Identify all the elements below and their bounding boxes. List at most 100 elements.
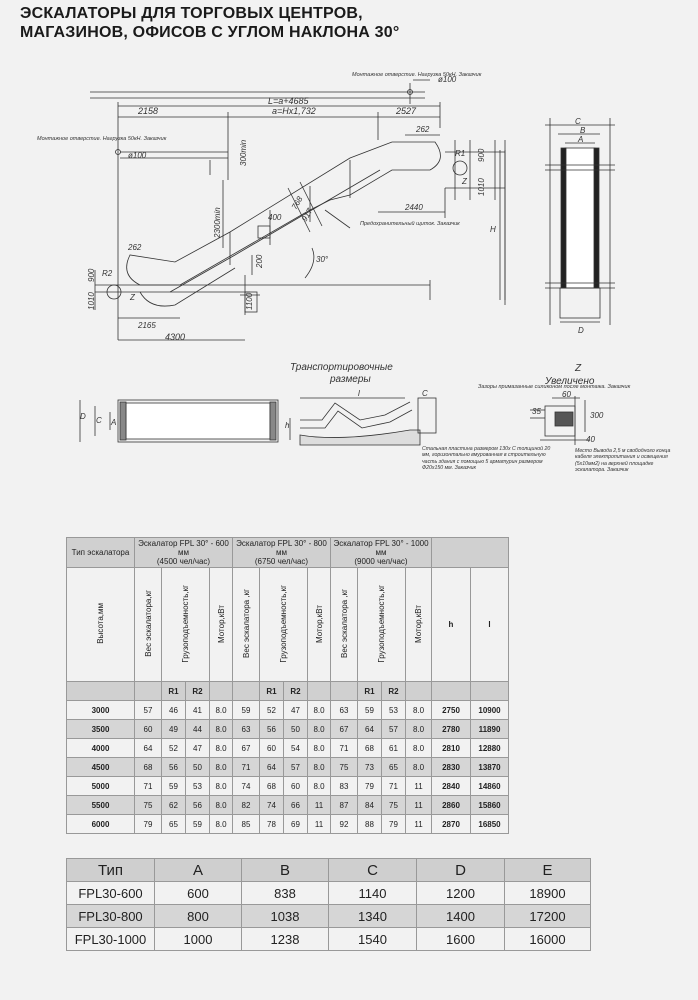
group-600: Эскалатор FPL 30° - 600 мм(4500 чел/час) <box>134 537 233 568</box>
label-C-plan: C <box>96 416 102 425</box>
dimensions-cell: 1000 <box>154 927 242 951</box>
table-cell: 2830 <box>431 757 471 777</box>
label-L: L=a+4685 <box>268 96 310 106</box>
table-cell: 85 <box>232 814 260 834</box>
sub-r2: R2 <box>381 681 406 701</box>
label-A-plan: A <box>110 418 116 427</box>
table-cell: 8.0 <box>307 700 331 720</box>
header-type: Тип эскалатора <box>66 537 135 568</box>
table-cell: 84 <box>357 795 382 815</box>
note-panel: Предохранительный щиток. Заказчик <box>360 220 460 227</box>
table-cell: 8.0 <box>209 738 233 758</box>
table-cell: 61 <box>381 738 406 758</box>
table-cell: 83 <box>330 776 358 796</box>
sub-r1: R1 <box>259 681 284 701</box>
sub-r1: R1 <box>357 681 382 701</box>
table-cell: 67 <box>232 738 260 758</box>
label-60: 60 <box>562 390 571 399</box>
table-cell: 8.0 <box>209 700 233 720</box>
table-cell: 59 <box>357 700 382 720</box>
dimensions-cell: 1200 <box>416 881 505 905</box>
label-2165: 2165 <box>137 321 156 330</box>
header-weight-600: Вес эскалатора,кг <box>134 567 162 682</box>
label-Z-top: Z <box>461 177 468 186</box>
label-A: A <box>577 135 583 144</box>
label-a: a=Hx1,732 <box>272 106 316 116</box>
table-cell: 59 <box>232 700 260 720</box>
sub-r2: R2 <box>283 681 308 701</box>
label-400: 400 <box>268 213 282 222</box>
label-2527: 2527 <box>395 106 417 116</box>
label-C-transport: C <box>422 389 428 398</box>
header-hl <box>431 537 509 568</box>
table-cell: 4000 <box>66 738 135 758</box>
label-H: H <box>490 225 496 234</box>
table-cell: 8.0 <box>307 738 331 758</box>
label-d100-left: ø100 <box>128 151 147 160</box>
label-d100-top: ø100 <box>438 75 457 84</box>
table-cell: 41 <box>185 700 210 720</box>
table-cell: 11 <box>307 814 331 834</box>
table-cell: 11 <box>307 795 331 815</box>
table-cell: 63 <box>232 719 260 739</box>
table-cell: 64 <box>357 719 382 739</box>
label-35: 35 <box>532 407 541 416</box>
table-cell: 10900 <box>470 700 509 720</box>
table-cell: 68 <box>357 738 382 758</box>
table-cell: 73 <box>357 757 382 777</box>
table-cell: 57 <box>381 719 406 739</box>
table-cell: 65 <box>381 757 406 777</box>
label-h: h <box>285 421 290 430</box>
header-capacity-600: Грузоподъемность,кг <box>161 567 210 682</box>
group-1000: Эскалатор FPL 30° - 1000 мм(9000 чел/час… <box>330 537 432 568</box>
table-cell: 4500 <box>66 757 135 777</box>
label-262-top: 262 <box>415 125 430 134</box>
label-Z-left: Z <box>129 293 136 302</box>
table-cell: 74 <box>232 776 260 796</box>
note-top: Монтажное отверстие. Нагрузка 50кН. Зака… <box>352 72 482 78</box>
table-cell: 3500 <box>66 719 135 739</box>
table-cell: 54 <box>283 738 308 758</box>
table-cell: 59 <box>161 776 186 796</box>
label-B: B <box>580 126 586 135</box>
label-D-plan: D <box>80 412 86 421</box>
table-cell: 53 <box>381 700 406 720</box>
table-cell: 75 <box>330 757 358 777</box>
title-line-2: МАГАЗИНОВ, ОФИСОВ С УГЛОМ НАКЛОНА 30° <box>20 24 400 41</box>
group-800: Эскалатор FPL 30° - 800 мм(6750 чел/час) <box>232 537 331 568</box>
table-cell: 82 <box>232 795 260 815</box>
table-cell: 11890 <box>470 719 509 739</box>
table-cell: 68 <box>259 776 284 796</box>
sub-r2: R2 <box>185 681 210 701</box>
label-2440: 2440 <box>404 203 423 212</box>
table-cell: 12880 <box>470 738 509 758</box>
header-capacity-1000: Грузоподъемность,кг <box>357 567 406 682</box>
dim-header-type: Тип <box>66 858 155 882</box>
escalator-drawing: ø100 L=a+4685 a=Hx1,732 2158 2527 262 ø1… <box>37 72 670 473</box>
title-line-1: ЭСКАЛАТОРЫ ДЛЯ ТОРГОВЫХ ЦЕНТРОВ, <box>20 5 363 22</box>
dimensions-cell: 1238 <box>241 927 329 951</box>
escalator-specs-table: Тип эскалатора Эскалатор FPL 30° - 600 м… <box>66 537 509 834</box>
dim-header-a: A <box>154 858 242 882</box>
table-cell: 79 <box>381 814 406 834</box>
table-cell: 50 <box>185 757 210 777</box>
table-cell: 2870 <box>431 814 471 834</box>
dimensions-cell: 1140 <box>328 881 417 905</box>
table-cell: 56 <box>185 795 210 815</box>
table-cell: 52 <box>161 738 186 758</box>
table-cell: 71 <box>330 738 358 758</box>
dimensions-cell: FPL30-600 <box>66 881 155 905</box>
dimensions-cell: FPL30-1000 <box>66 927 155 951</box>
table-cell: 67 <box>330 719 358 739</box>
label-2158: 2158 <box>137 106 158 116</box>
table-cell: 87 <box>330 795 358 815</box>
dimensions-cell: 600 <box>154 881 242 905</box>
label-300min: 300min <box>239 139 248 166</box>
